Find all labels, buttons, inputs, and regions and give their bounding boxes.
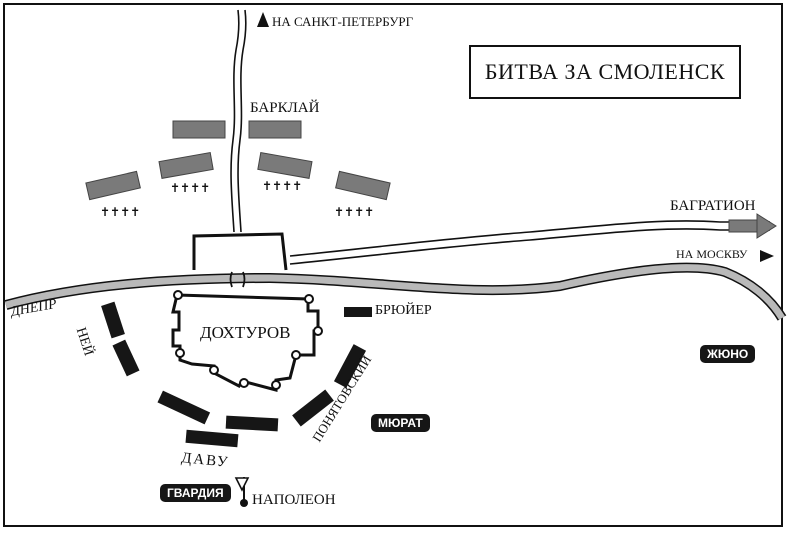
poniatowski-unit <box>333 344 367 388</box>
north-arrow-icon <box>257 12 269 27</box>
label-bagration: БАГРАТИОН <box>670 198 756 214</box>
map-title-box: БИТВА ЗА СМОЛЕНСК <box>469 45 741 99</box>
bruyer-unit <box>344 307 372 317</box>
moscow-arrow-icon <box>760 250 774 262</box>
french-units <box>101 301 372 448</box>
smolensk-fortress <box>171 293 320 392</box>
artillery-icon: ✝✝✝✝ <box>170 181 210 195</box>
artillery-icons: ✝✝✝✝ ✝✝✝✝ ✝✝✝✝ ✝✝✝✝ <box>100 179 374 219</box>
poniatowski-unit <box>292 389 334 427</box>
davout-unit <box>157 390 211 425</box>
north-road-edge <box>237 9 247 233</box>
label-dokhturov: ДОХТУРОВ <box>200 323 291 342</box>
label-barclay: БАРКЛАЙ <box>250 100 320 116</box>
map-border <box>3 3 783 527</box>
barclay-unit <box>172 120 226 139</box>
barclay-unit <box>248 120 302 139</box>
artillery-icon: ✝✝✝✝ <box>100 205 140 219</box>
davout-unit <box>185 429 239 448</box>
artillery-icon: ✝✝✝✝ <box>334 205 374 219</box>
bridge <box>229 271 246 288</box>
label-napoleon: НАПОЛЕОН <box>252 492 336 508</box>
davout-unit <box>225 415 279 432</box>
label-north-road: НА САНКТ-ПЕТЕРБУРГ <box>272 14 414 29</box>
north-road <box>230 9 240 233</box>
russian-units <box>85 120 391 201</box>
label-bruyer: БРЮЙЕР <box>375 303 432 318</box>
label-junot: ЖЮНО <box>700 345 756 363</box>
dnieper-river-fill <box>5 264 786 320</box>
map-title: БИТВА ЗА СМОЛЕНСК <box>484 59 726 84</box>
label-guard: ГВАРДИЯ <box>160 484 231 502</box>
ney-unit <box>112 339 140 377</box>
bagration-arrow-icon <box>728 213 777 239</box>
artillery-icon: ✝✝✝✝ <box>262 179 302 193</box>
fortress-towers <box>173 290 323 390</box>
north-suburb-outline <box>192 232 288 271</box>
barclay-unit <box>257 152 313 179</box>
barclay-unit <box>335 170 391 201</box>
napoleon-flag-icon <box>234 477 250 507</box>
barclay-unit <box>158 152 214 179</box>
barclay-unit <box>85 170 141 201</box>
moscow-road <box>289 220 770 257</box>
label-moscow-road: НА МОСКВУ <box>676 247 748 261</box>
moscow-road-edge <box>289 228 770 265</box>
label-murat: МЮРАТ <box>371 414 430 432</box>
ney-unit <box>101 301 125 339</box>
